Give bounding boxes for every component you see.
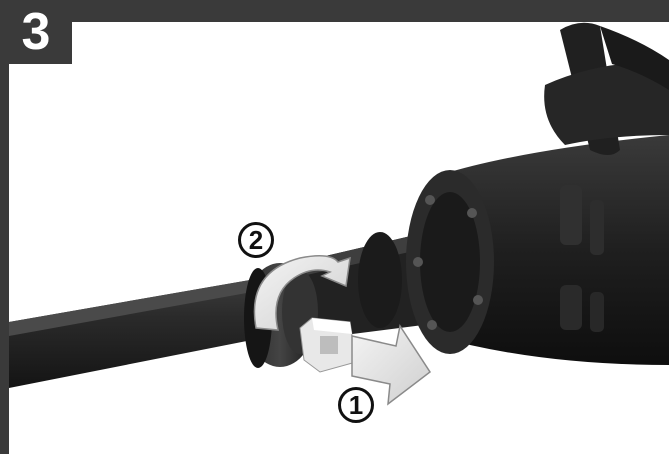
- callout-pull: 1: [338, 387, 374, 423]
- drill-shaft: [9, 280, 262, 388]
- step-number: 3: [0, 0, 72, 64]
- callout-rotate: 2: [238, 222, 274, 258]
- pull-arrow-icon: [351, 324, 432, 406]
- tool-housing: [406, 135, 669, 365]
- side-handle: [544, 22, 669, 155]
- bit-holder: [299, 317, 357, 373]
- rotate-arrow-icon: [253, 255, 351, 331]
